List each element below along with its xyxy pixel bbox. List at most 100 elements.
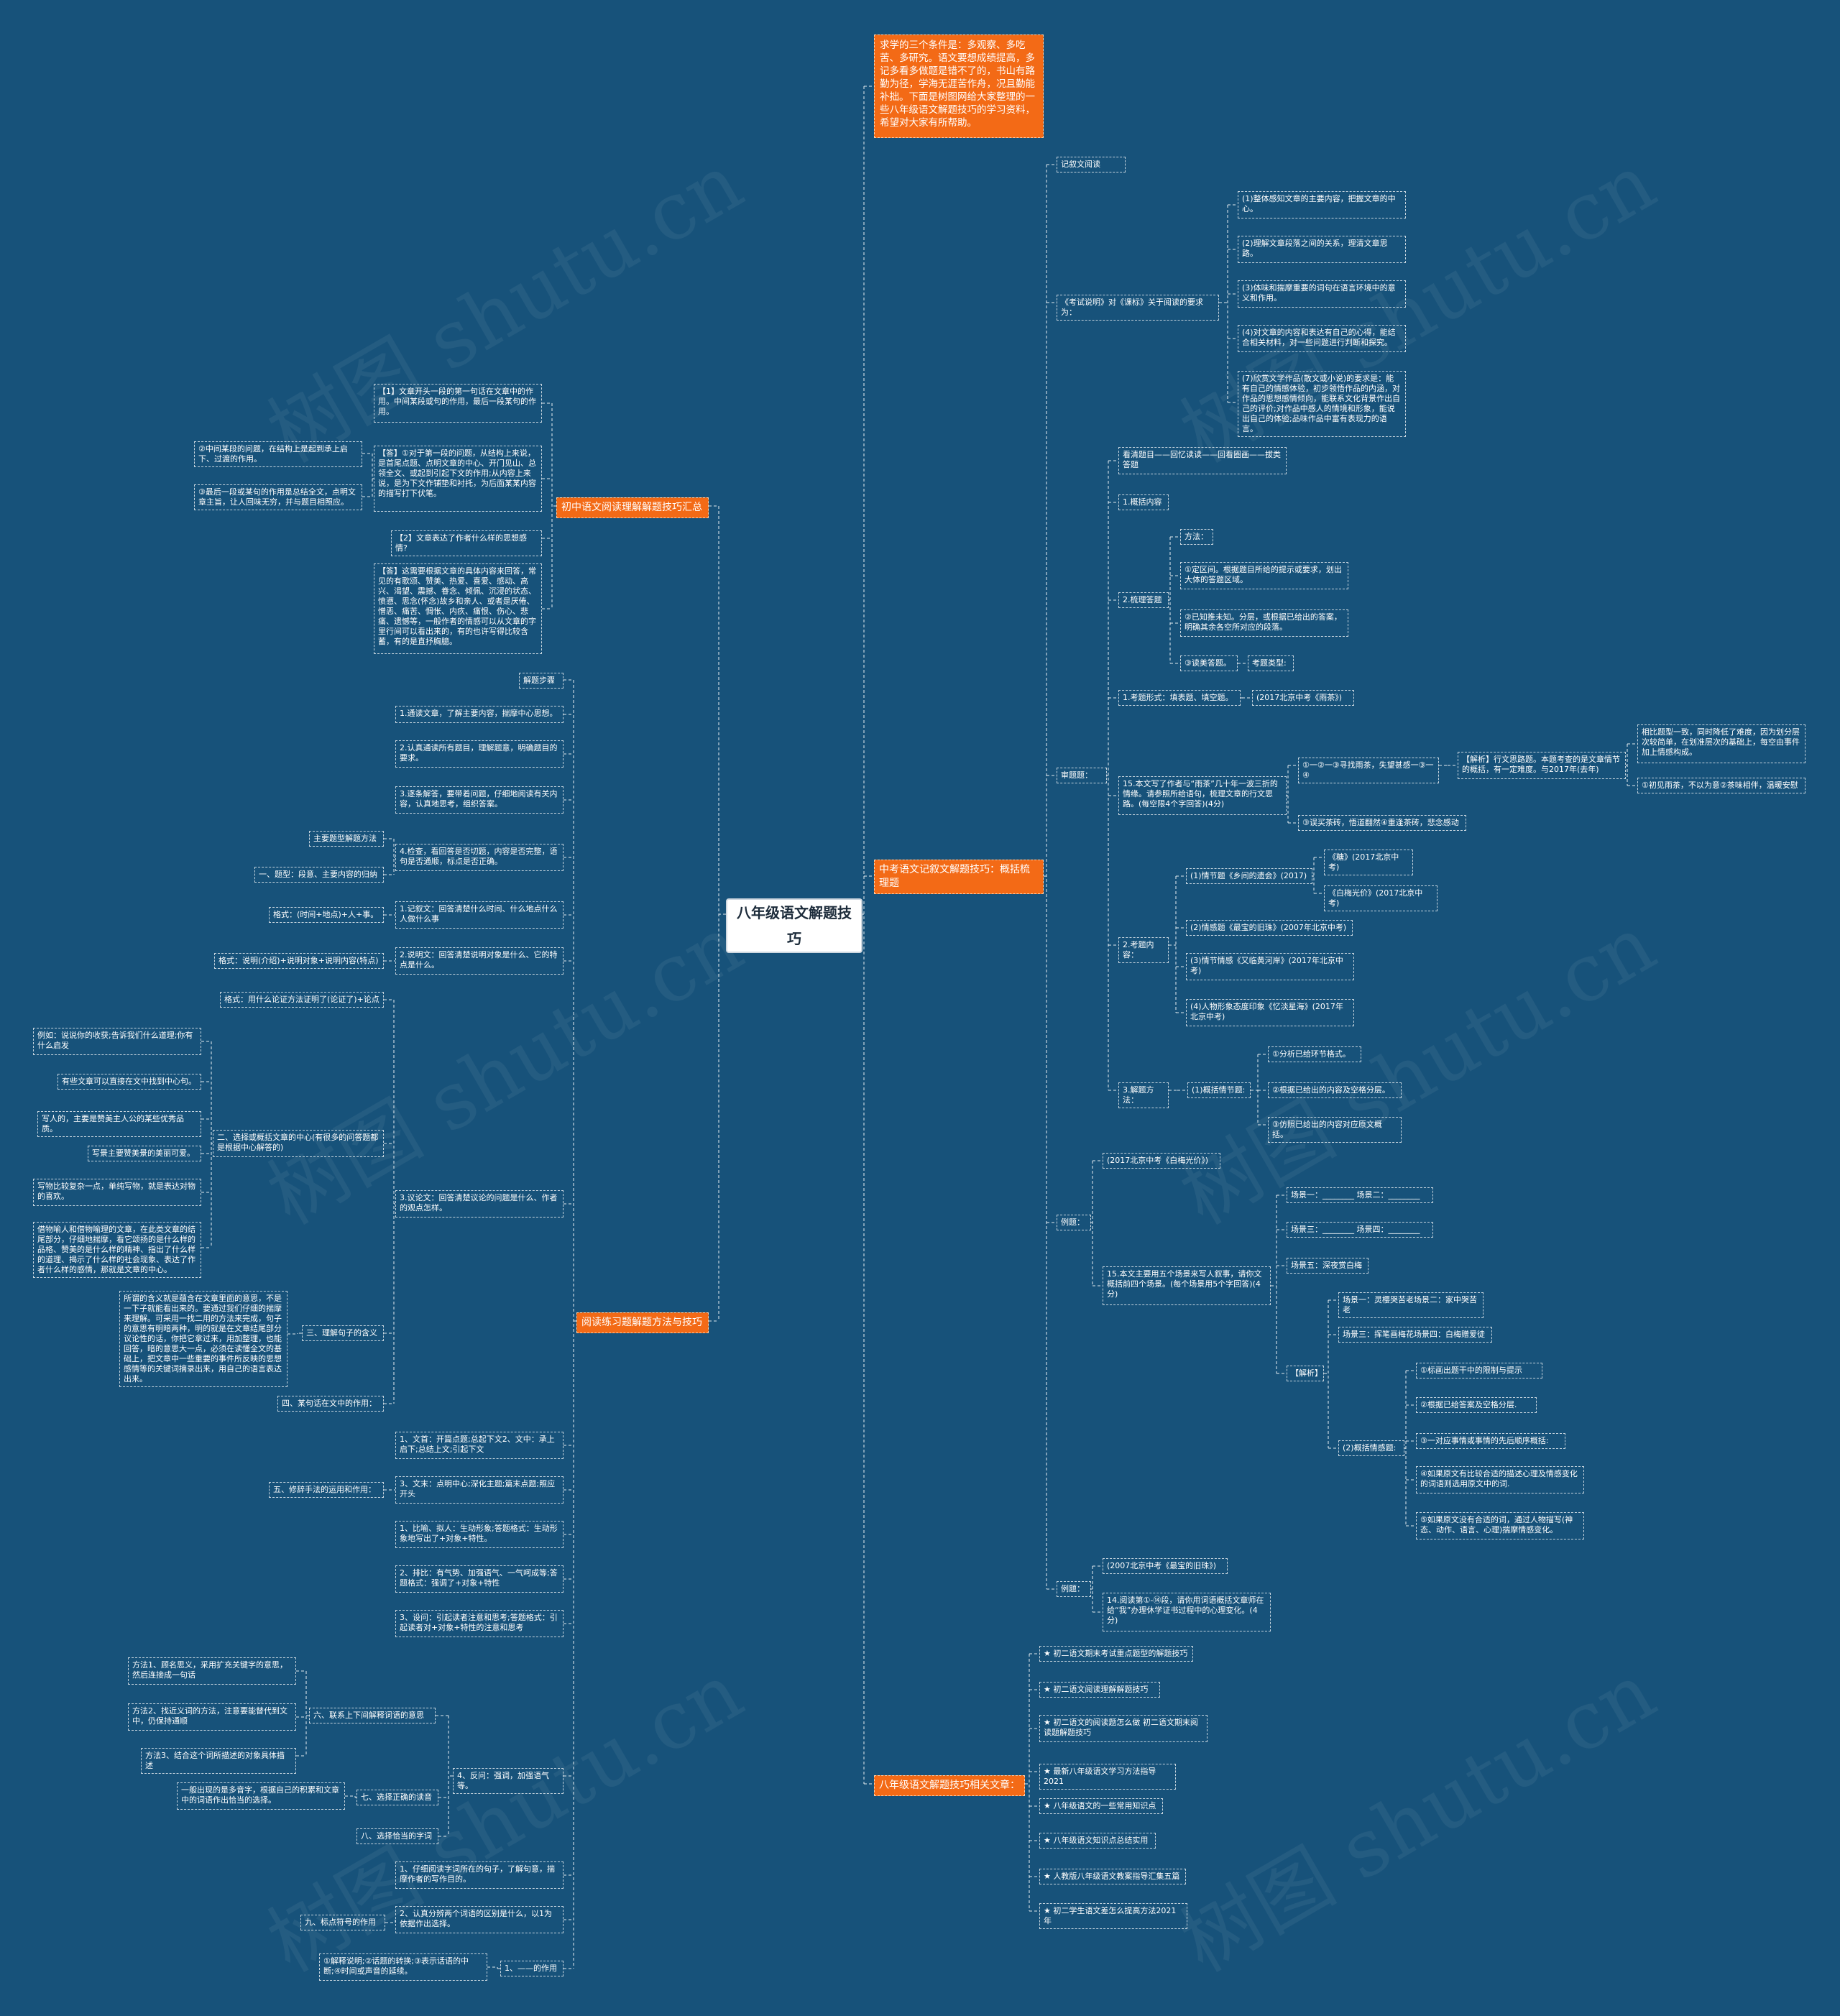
topic-node[interactable]: 例如：说说你的收获;告诉我们什么道理;你有什么启发 — [33, 1028, 201, 1055]
topic-node[interactable]: 3.议论文：回答清楚议论的问题是什么、作者的观点怎样。 — [395, 1190, 564, 1218]
topic-node[interactable]: (4)人物形象态度印象《忆淡星海》(2017年北京中考) — [1186, 999, 1354, 1026]
branch-topic[interactable]: 八年级语文解题技巧相关文章： — [874, 1775, 1025, 1796]
topic-node[interactable]: 《白梅光价》(2017北京中考) — [1324, 885, 1438, 911]
topic-node[interactable]: 所谓的含义就是蕴含在文章里面的意思，不是一下子就能看出来的。要通过我们仔细的揣摩… — [119, 1291, 288, 1387]
topic-node[interactable]: (2017北京中考《雨茶》) — [1252, 690, 1354, 706]
topic-node[interactable]: ★ 八年级语文的一些常用知识点 — [1039, 1798, 1163, 1814]
topic-node[interactable]: 2.考题内容： — [1118, 937, 1169, 963]
topic-node[interactable]: ★ 初二语文期末考试重点题型的解题技巧 — [1039, 1646, 1193, 1662]
topic-node[interactable]: 场景三：________ 场景四：________ — [1287, 1222, 1433, 1238]
topic-node[interactable]: ★ 初二语文的阅读题怎么做 初二语文期末阅读题解题技巧 — [1039, 1715, 1208, 1742]
topic-node[interactable]: 1、文首：开篇点题;总起下文2、文中：承上启下;总结上文;引起下文 — [395, 1432, 564, 1459]
topic-node[interactable]: 方法3、结合这个词所描述的对象具体描述 — [141, 1748, 296, 1774]
topic-node[interactable]: 主要题型解题方法 — [309, 831, 384, 847]
topic-node[interactable]: 二、选择或概括文章的中心(有很多的问答题都是根据中心解答的) — [213, 1130, 384, 1157]
topic-node[interactable]: 考题类型: — [1248, 655, 1294, 671]
topic-node[interactable]: ②中间某段的问题，在结构上是起到承上启下、过渡的作用。 — [194, 441, 362, 467]
topic-node[interactable]: 一、题型：段意、主要内容的归纳 — [254, 867, 384, 883]
topic-node[interactable]: ③读美答题。 — [1180, 655, 1238, 671]
topic-node[interactable]: (1)整体感知文章的主要内容，把握文章的中心。 — [1238, 191, 1406, 218]
topic-node[interactable]: 1.记叙文：回答清楚什么时间、什么地点什么人做什么事 — [395, 901, 564, 929]
topic-node[interactable]: 写物比较复杂一点，单纯写物，就是表达对物的喜欢。 — [33, 1179, 201, 1206]
topic-node[interactable]: ④如果原文有比较合适的描述心理及情感变化的词语则选用原文中的词. — [1416, 1466, 1584, 1493]
root-topic[interactable]: 八年级语文解题技巧 — [726, 898, 862, 953]
topic-node[interactable]: 3.解题方法： — [1118, 1082, 1169, 1108]
topic-node[interactable]: 场景一：灵樱哭苦老场景二：家中哭苦老 — [1338, 1292, 1484, 1318]
topic-node[interactable]: 场景三：挥笔画梅花场景四：白梅赠爱徒 — [1338, 1327, 1492, 1343]
topic-node[interactable]: (3)情节情感《又临黄河岸》(2017年北京中考) — [1186, 953, 1354, 980]
topic-node[interactable]: 有些文章可以直接在文中找到中心句。 — [58, 1074, 201, 1090]
topic-node[interactable]: 3、设问：引起读者注意和思考;答题格式：引起读者对+对象+特性的注意和思考 — [395, 1610, 564, 1637]
topic-node[interactable]: 例题： — [1057, 1581, 1091, 1597]
topic-node[interactable]: (2)概括情感题: — [1338, 1440, 1404, 1456]
topic-node[interactable]: 15.本文写了作者与“雨茶”几十年一波三折的情缘。请参照所给语句，梳理文章的行文… — [1118, 776, 1287, 815]
topic-node[interactable]: 七、选择正确的读音 — [356, 1790, 438, 1805]
topic-node[interactable]: (4)对文章的内容和表达有自己的心得，能结合相关材料，对一些问题进行判断和探究。 — [1238, 325, 1406, 352]
topic-node[interactable]: ①标画出题干中的限制与提示 — [1416, 1363, 1542, 1378]
topic-node[interactable]: 2.梳理答题 — [1118, 592, 1169, 608]
topic-node[interactable]: 场景五：深夜赏白梅 — [1287, 1258, 1368, 1274]
intro-note[interactable]: 求学的三个条件是：多观察、多吃苦、多研究。语文要想成绩提高，多记多看多做题是错不… — [874, 34, 1044, 138]
topic-node[interactable]: 写景主要赞美景的美丽可爱。 — [88, 1146, 201, 1161]
topic-node[interactable]: 1.通读文章，了解主要内容，揣摩中心思想。 — [395, 706, 564, 723]
topic-node[interactable]: 方法1、顾名思义，采用扩充关键字的意思，然后连接成一句话 — [128, 1657, 296, 1685]
topic-node[interactable]: 解题步骤 — [519, 673, 564, 689]
topic-node[interactable]: 方法2、找近义词的方法，注意要能替代到文中，仍保持通顺 — [128, 1703, 296, 1731]
topic-node[interactable]: (2007北京中考《最宝的旧珠》) — [1103, 1558, 1228, 1574]
topic-node[interactable]: 一般出现的是多音字，根据自己的积累和文章中的词语作出恰当的选择。 — [177, 1782, 345, 1810]
topic-node[interactable]: 看清题目——回忆读读——回看圈画——拔类答题 — [1118, 447, 1287, 474]
topic-node[interactable]: 五、修辞手法的运用和作用： — [269, 1482, 384, 1498]
topic-node[interactable]: ①分析已给环节格式。 — [1268, 1046, 1361, 1062]
topic-node[interactable]: 2、排比：有气势、加强语气、一气呵成等;答题格式：强调了+对象+特性 — [395, 1565, 564, 1593]
topic-node[interactable]: 四、某句话在文中的作用： — [277, 1396, 384, 1412]
topic-node[interactable]: ①定区间。根据题目所给的提示或要求，划出大体的答题区域。 — [1180, 562, 1348, 589]
topic-node[interactable]: 相比题型一致，同时降低了难度，因为划分层次较简单，在划准层次的基础上，每空由事件… — [1637, 724, 1806, 763]
topic-node[interactable]: 格式：(时间+地点)+人+事。 — [269, 907, 384, 923]
topic-node[interactable]: (7)欣赏文学作品(散文或小说)的要求是：能有自己的情感体验，初步领悟作品的内涵… — [1238, 371, 1406, 437]
topic-node[interactable]: 借物喻人和借物喻理的文章，在此类文章的结尾部分，仔细地揣摩，看它颂扬的是什么样的… — [33, 1222, 201, 1278]
topic-node[interactable]: (3)体味和揣摩重要的词句在语言环境中的意义和作用。 — [1238, 280, 1406, 308]
topic-node[interactable]: ①初见雨茶，不以为意②茶味相伴，温暖安慰 — [1637, 778, 1806, 793]
topic-node[interactable]: (1)情节题《乡间的遗会》(2017) — [1186, 868, 1312, 884]
topic-node[interactable]: 1、仔细阅读字词所在的句子，了解句意，揣摩作者的写作目的。 — [395, 1861, 564, 1889]
topic-node[interactable]: 3、文末：点明中心;深化主题;篇末点题;照应开头 — [395, 1476, 564, 1504]
topic-node[interactable]: 格式：说明(介绍)+说明对象+说明内容(特点) — [214, 953, 384, 969]
topic-node[interactable]: ②已知推未知。分层，或根据已给出的答案，明确其余各空所对应的段落。 — [1180, 609, 1348, 637]
topic-node[interactable]: ③最后一段或某句的作用是总结全文，点明文章主旨，让人回味无穷，并与题目相照应。 — [194, 484, 362, 510]
topic-node[interactable]: 【答】这需要根据文章的具体内容来回答，常见的有歌颂、赞美、热爱、喜爱、感动、高兴… — [374, 563, 542, 654]
topic-node[interactable]: (2017北京中考《白梅光价》) — [1103, 1153, 1220, 1169]
topic-node[interactable]: 《糖》(2017北京中考) — [1324, 850, 1413, 875]
topic-node[interactable]: ③一对应事情或事情的先后顺序概括: — [1416, 1433, 1565, 1449]
topic-node[interactable]: 15.本文主要用五个场景来写人叙事，请你文概括前四个场景。(每个场景用5个字回答… — [1103, 1266, 1271, 1305]
topic-node[interactable]: ★ 人教版八年级语文教案指导汇集五篇 — [1039, 1869, 1186, 1884]
topic-node[interactable]: 2.说明文：回答清楚说明对象是什么、它的特点是什么。 — [395, 947, 564, 975]
branch-topic[interactable]: 阅读练习题解题方法与技巧 — [576, 1312, 709, 1333]
topic-node[interactable]: 场景一：________ 场景二：________ — [1287, 1187, 1433, 1203]
topic-node[interactable]: 【2】文章表达了作者什么样的思想感情? — [391, 530, 542, 556]
topic-node[interactable]: 审题题： — [1057, 768, 1107, 783]
topic-node[interactable]: ★ 初二语文阅读理解解题技巧 — [1039, 1682, 1160, 1698]
topic-node[interactable]: 4.检查，看回答是否切题，内容是否完整，语句是否通顺，标点是否正确。 — [395, 844, 564, 871]
topic-node[interactable]: 六、联系上下间解释词语的意思 — [309, 1708, 436, 1723]
topic-node[interactable]: 4、反问：强调，加强语气等。 — [453, 1768, 564, 1794]
topic-node[interactable]: 《考试说明》对《课标》关于阅读的要求为： — [1057, 295, 1219, 321]
topic-node[interactable]: ②根据已给出的内容及空格分层。 — [1268, 1082, 1402, 1098]
topic-node[interactable]: ①一②一③寻找雨茶，失望甚感一③一④ — [1298, 758, 1439, 783]
topic-node[interactable]: (2)情感题《最宝的旧珠》(2007年北京中考) — [1186, 920, 1353, 936]
topic-node[interactable]: ③仿照已给出的内容对应原文概括。 — [1268, 1117, 1402, 1143]
topic-node[interactable]: 【解析】 — [1287, 1366, 1324, 1381]
topic-node[interactable]: 【1】文章开头一段的第一句话在文章中的作用。中间某段或句的作用，最后一段某句的作… — [374, 384, 542, 423]
topic-node[interactable]: 【解析】行文思路题。本题考查的是文章情节的概括，有一定难度。与2017年(去年) — [1458, 752, 1626, 779]
topic-node[interactable]: (1)概括情节题: — [1187, 1082, 1251, 1098]
topic-node[interactable]: 2.认真通读所有题目，理解题意，明确题目的要求。 — [395, 740, 564, 768]
topic-node[interactable]: 2、认真分辨两个词语的区别是什么，以1为依据作出选择。 — [395, 1906, 564, 1933]
topic-node[interactable]: (2)理解文章段落之间的关系，理清文章思路。 — [1238, 236, 1406, 263]
topic-node[interactable]: 八、选择恰当的字词 — [356, 1828, 438, 1844]
topic-node[interactable]: 记叙文阅读 — [1057, 157, 1126, 172]
topic-node[interactable]: 1.考题形式：填表题、填空题。 — [1118, 690, 1241, 706]
branch-topic[interactable]: 中考语文记叙文解题技巧：概括梳理题 — [874, 860, 1044, 894]
topic-node[interactable]: 写人的，主要是赞美主人公的某些优秀品质。 — [37, 1111, 201, 1137]
topic-node[interactable]: ②根据已给答案及空格分层. — [1416, 1397, 1537, 1413]
branch-topic[interactable]: 初中语文阅读理解解题技巧汇总 — [556, 497, 709, 518]
topic-node[interactable]: 格式：用什么论证方法证明了(论证了)+论点 — [220, 992, 384, 1008]
